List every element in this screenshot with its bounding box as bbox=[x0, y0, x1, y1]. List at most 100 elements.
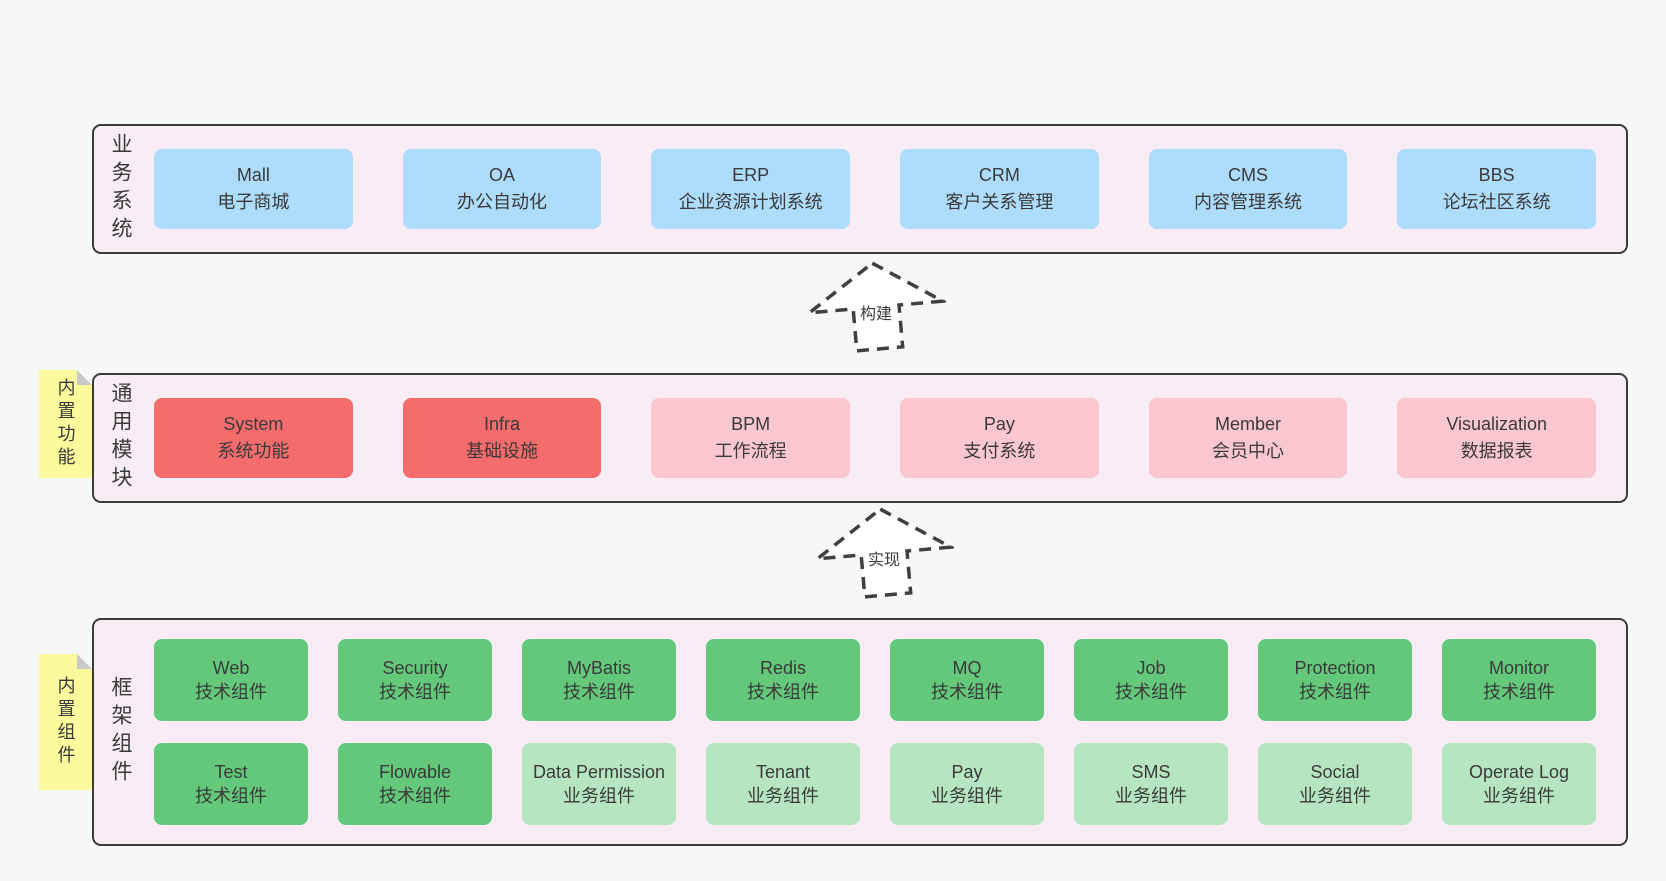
box-subtitle: 企业资源计划系统 bbox=[678, 192, 823, 212]
box-title: Redis bbox=[759, 657, 807, 678]
box-subtitle: 技术组件 bbox=[1483, 682, 1555, 702]
box-title: CRM bbox=[978, 165, 1020, 185]
box-title: Web bbox=[212, 657, 250, 678]
box-crm: CRM 客户关系管理 bbox=[900, 149, 1099, 229]
box-title: MQ bbox=[952, 657, 982, 678]
business-boxes-row: Mall 电子商城 OA 办公自动化 ERP 企业资源计划系统 CRM 客户关系… bbox=[146, 126, 1626, 252]
layer-label-framework: 框架组件 bbox=[94, 620, 146, 844]
box-monitor: Monitor 技术组件 bbox=[1442, 639, 1596, 721]
box-subtitle: 电子商城 bbox=[217, 192, 290, 212]
box-subtitle: 技术组件 bbox=[1299, 682, 1371, 702]
box-oa: OA 办公自动化 bbox=[402, 149, 602, 229]
arrow-implement-label: 实现 bbox=[864, 546, 904, 570]
box-mq: MQ 技术组件 bbox=[890, 639, 1044, 721]
box-title: Protection bbox=[1294, 657, 1376, 678]
note-text: 内置功能 bbox=[55, 378, 76, 470]
box-subtitle: 客户关系管理 bbox=[945, 192, 1054, 212]
box-title: ERP bbox=[732, 165, 770, 185]
folded-corner-icon bbox=[77, 654, 92, 669]
box-title: Visualization bbox=[1446, 414, 1548, 434]
layer-label-modules: 通用模块 bbox=[94, 375, 146, 501]
box-title: Tenant bbox=[755, 761, 811, 782]
box-title: Member bbox=[1215, 414, 1282, 434]
box-mall: Mall 电子商城 bbox=[154, 149, 353, 229]
box-title: Pay bbox=[951, 761, 983, 782]
box-title: Mall bbox=[236, 165, 270, 185]
note-built-in-functions: 内置功能 bbox=[39, 370, 92, 478]
box-flowable: Flowable 技术组件 bbox=[338, 743, 492, 825]
layer-common-modules: 通用模块 System 系统功能 Infra 基础设施 BPM 工作流程 Pay… bbox=[92, 373, 1628, 503]
box-subtitle: 论坛社区系统 bbox=[1442, 192, 1551, 212]
box-subtitle: 技术组件 bbox=[195, 786, 267, 806]
layer-label-text: 业务系统 bbox=[109, 133, 132, 245]
box-tenant: Tenant 业务组件 bbox=[706, 743, 860, 825]
box-system: System 系统功能 bbox=[154, 398, 353, 478]
box-subtitle: 业务组件 bbox=[563, 786, 635, 806]
box-title: Test bbox=[214, 761, 248, 782]
box-title: Operate Log bbox=[1468, 761, 1570, 782]
box-mybatis: MyBatis 技术组件 bbox=[522, 639, 676, 721]
arrow-build-label: 构建 bbox=[856, 300, 896, 324]
box-title: Job bbox=[1136, 657, 1166, 678]
box-subtitle: 内容管理系统 bbox=[1194, 192, 1303, 212]
box-subtitle: 支付系统 bbox=[963, 441, 1036, 461]
box-title: Data Permission bbox=[532, 761, 666, 782]
layer-label-business: 业务系统 bbox=[94, 126, 146, 252]
box-subtitle: 办公自动化 bbox=[457, 192, 547, 212]
layer-framework-components: 框架组件 Web 技术组件 Security 技术组件 MyBatis 技术组件… bbox=[92, 618, 1628, 846]
box-title: OA bbox=[489, 165, 516, 185]
box-sms: SMS 业务组件 bbox=[1074, 743, 1228, 825]
box-operate-log: Operate Log 业务组件 bbox=[1442, 743, 1596, 825]
box-infra: Infra 基础设施 bbox=[402, 398, 602, 478]
box-subtitle: 系统功能 bbox=[217, 441, 290, 461]
arrow-implement: 实现 bbox=[811, 506, 957, 599]
box-visualization: Visualization 数据报表 bbox=[1397, 398, 1597, 478]
box-subtitle: 技术组件 bbox=[1115, 682, 1187, 702]
box-protection: Protection 技术组件 bbox=[1258, 639, 1412, 721]
note-text: 内置组件 bbox=[55, 676, 76, 768]
box-title: Pay bbox=[983, 414, 1015, 434]
layer-label-text: 框架组件 bbox=[109, 676, 132, 788]
framework-boxes-grid: Web 技术组件 Security 技术组件 MyBatis 技术组件 Redi… bbox=[146, 620, 1626, 844]
box-title: Security bbox=[382, 657, 448, 678]
box-title: BBS bbox=[1478, 165, 1515, 185]
box-title: Monitor bbox=[1488, 657, 1550, 678]
layer-business-systems: 业务系统 Mall 电子商城 OA 办公自动化 ERP 企业资源计划系统 CRM… bbox=[92, 124, 1628, 254]
box-subtitle: 技术组件 bbox=[379, 682, 451, 702]
box-security: Security 技术组件 bbox=[338, 639, 492, 721]
folded-corner-icon bbox=[77, 370, 92, 385]
box-title: Flowable bbox=[378, 761, 452, 782]
layer-label-text: 通用模块 bbox=[109, 382, 132, 494]
box-subtitle: 业务组件 bbox=[1483, 786, 1555, 806]
box-pay-component: Pay 业务组件 bbox=[890, 743, 1044, 825]
box-subtitle: 技术组件 bbox=[931, 682, 1003, 702]
box-bpm: BPM 工作流程 bbox=[651, 398, 851, 478]
arrow-build: 构建 bbox=[803, 260, 949, 353]
box-bbs: BBS 论坛社区系统 bbox=[1397, 149, 1597, 229]
box-subtitle: 业务组件 bbox=[1299, 786, 1371, 806]
box-title: MyBatis bbox=[566, 657, 631, 678]
box-pay-system: Pay 支付系统 bbox=[900, 398, 1099, 478]
box-redis: Redis 技术组件 bbox=[706, 639, 860, 721]
box-data-permission: Data Permission 业务组件 bbox=[522, 743, 676, 825]
box-erp: ERP 企业资源计划系统 bbox=[651, 149, 851, 229]
note-built-in-components: 内置组件 bbox=[39, 654, 92, 790]
box-subtitle: 业务组件 bbox=[747, 786, 819, 806]
box-job: Job 技术组件 bbox=[1074, 639, 1228, 721]
box-subtitle: 技术组件 bbox=[195, 682, 267, 702]
box-member: Member 会员中心 bbox=[1148, 398, 1348, 478]
box-title: SMS bbox=[1131, 761, 1171, 782]
modules-boxes-row: System 系统功能 Infra 基础设施 BPM 工作流程 Pay 支付系统… bbox=[146, 375, 1626, 501]
box-subtitle: 业务组件 bbox=[931, 786, 1003, 806]
box-title: System bbox=[223, 414, 284, 434]
box-subtitle: 基础设施 bbox=[466, 441, 538, 461]
box-title: BPM bbox=[731, 414, 771, 434]
box-subtitle: 业务组件 bbox=[1115, 786, 1187, 806]
box-subtitle: 工作流程 bbox=[714, 441, 787, 461]
box-subtitle: 技术组件 bbox=[747, 682, 819, 702]
box-subtitle: 数据报表 bbox=[1460, 441, 1533, 461]
box-subtitle: 技术组件 bbox=[563, 682, 635, 702]
box-subtitle: 技术组件 bbox=[379, 786, 451, 806]
box-cms: CMS 内容管理系统 bbox=[1148, 149, 1348, 229]
box-web: Web 技术组件 bbox=[154, 639, 308, 721]
